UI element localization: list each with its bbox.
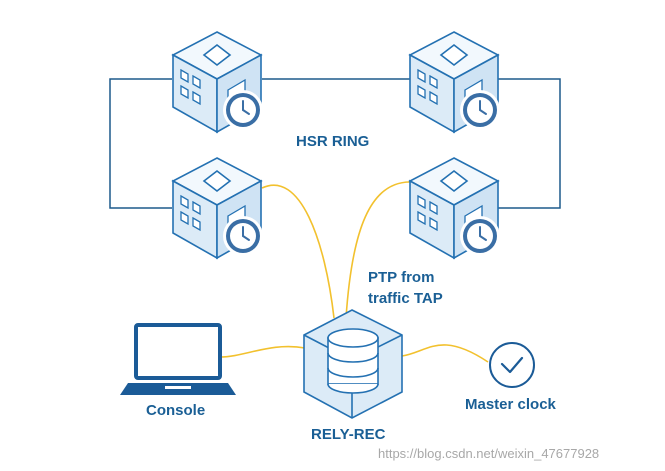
database-cube-icon bbox=[303, 309, 403, 419]
ptp-label-line2: traffic TAP bbox=[368, 290, 443, 307]
rely-rec-label: RELY-REC bbox=[311, 426, 386, 443]
ptp-link-left-node bbox=[261, 184, 335, 319]
ptp-link-right-node bbox=[345, 181, 411, 319]
console-label: Console bbox=[146, 402, 206, 419]
console-link bbox=[219, 345, 306, 358]
hsr-ring-links bbox=[109, 78, 561, 209]
ptp-links bbox=[219, 181, 489, 363]
laptop-icon bbox=[120, 323, 236, 395]
master-clock-label: Master clock bbox=[465, 396, 556, 413]
building-clock-icon bbox=[172, 31, 264, 133]
hsr-ring-label: HSR RING bbox=[296, 133, 370, 150]
building-clock-icon bbox=[409, 157, 501, 259]
master-clock-link bbox=[401, 344, 489, 363]
building-clock-icon bbox=[409, 31, 501, 133]
ring-link-left bbox=[109, 78, 172, 209]
ptp-label: PTP from traffic TAP bbox=[368, 267, 443, 309]
watermark: https://blog.csdn.net/weixin_47677928 bbox=[378, 446, 600, 461]
ring-link-right bbox=[497, 78, 561, 209]
ptp-label-line1: PTP from bbox=[368, 269, 435, 286]
check-clock-icon bbox=[489, 342, 535, 388]
building-clock-icon bbox=[172, 157, 264, 259]
